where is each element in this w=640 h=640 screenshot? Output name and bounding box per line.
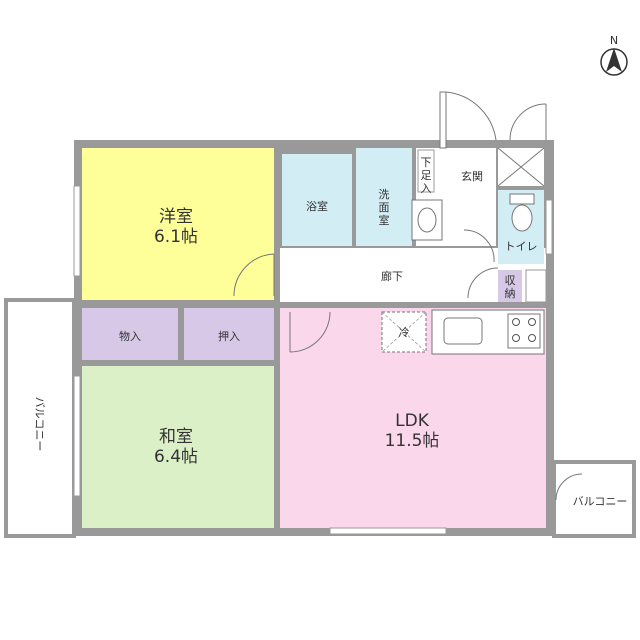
western-room <box>82 148 274 300</box>
storage-name: 物入 <box>119 329 141 343</box>
japanese-room-size: 6.4帖 <box>154 447 198 467</box>
japanese-room-name: 和室 <box>159 427 193 447</box>
balcony-right <box>552 460 636 538</box>
north-arrow-icon <box>600 48 628 76</box>
window <box>329 527 447 535</box>
bath-room-name: 浴室 <box>306 199 328 213</box>
burner-icon <box>528 318 536 326</box>
compass-label: N <box>610 34 618 47</box>
western-room-size: 6.1帖 <box>154 227 198 247</box>
washroom <box>356 148 412 246</box>
entrance-door <box>439 91 447 149</box>
door-swing <box>463 229 495 263</box>
burner-icon <box>528 334 536 342</box>
door-swing <box>289 311 331 353</box>
balcony-left-name: バルコニー <box>33 397 46 452</box>
toilet-tank <box>509 193 535 205</box>
ldk-room-name: LDK <box>395 411 430 431</box>
shoe-box <box>417 149 435 193</box>
toilet-name: トイレ <box>505 240 538 253</box>
balcony-left <box>4 298 76 538</box>
burner-icon <box>512 334 520 342</box>
japanese-room <box>82 366 274 528</box>
window <box>73 375 81 497</box>
toilet-bowl <box>511 204 533 232</box>
entrance-name: 玄関 <box>461 169 483 183</box>
shoe-box-name: 下足入 <box>421 156 432 195</box>
door-swing <box>509 103 547 141</box>
closet-storage-name: 収納 <box>505 274 516 300</box>
fridge-name: 冷 <box>399 326 410 339</box>
door-swing <box>555 473 583 501</box>
stove <box>507 313 541 349</box>
door-swing <box>467 267 499 299</box>
closet-storage <box>498 270 522 302</box>
balcony-right-name: バルコニー <box>573 495 628 508</box>
burner-icon <box>512 318 520 326</box>
bath-room <box>282 154 352 246</box>
door-swing <box>445 91 497 141</box>
window <box>73 185 81 277</box>
kitchen-sink <box>443 317 483 345</box>
window <box>545 199 553 255</box>
fridge-space <box>381 311 427 353</box>
basin-bowl <box>417 207 437 233</box>
western-room-name: 洋室 <box>159 207 193 227</box>
entrance-box-cross <box>497 147 545 187</box>
washroom-name: 洗面室 <box>379 188 390 227</box>
door-swing <box>233 253 275 297</box>
ldk-room-size: 11.5帖 <box>385 431 440 451</box>
closet-name: 押入 <box>218 329 240 343</box>
closet-room <box>184 308 274 360</box>
storage-room <box>82 308 178 360</box>
hallway-name: 廊下 <box>381 269 403 283</box>
utility-box <box>525 269 547 303</box>
